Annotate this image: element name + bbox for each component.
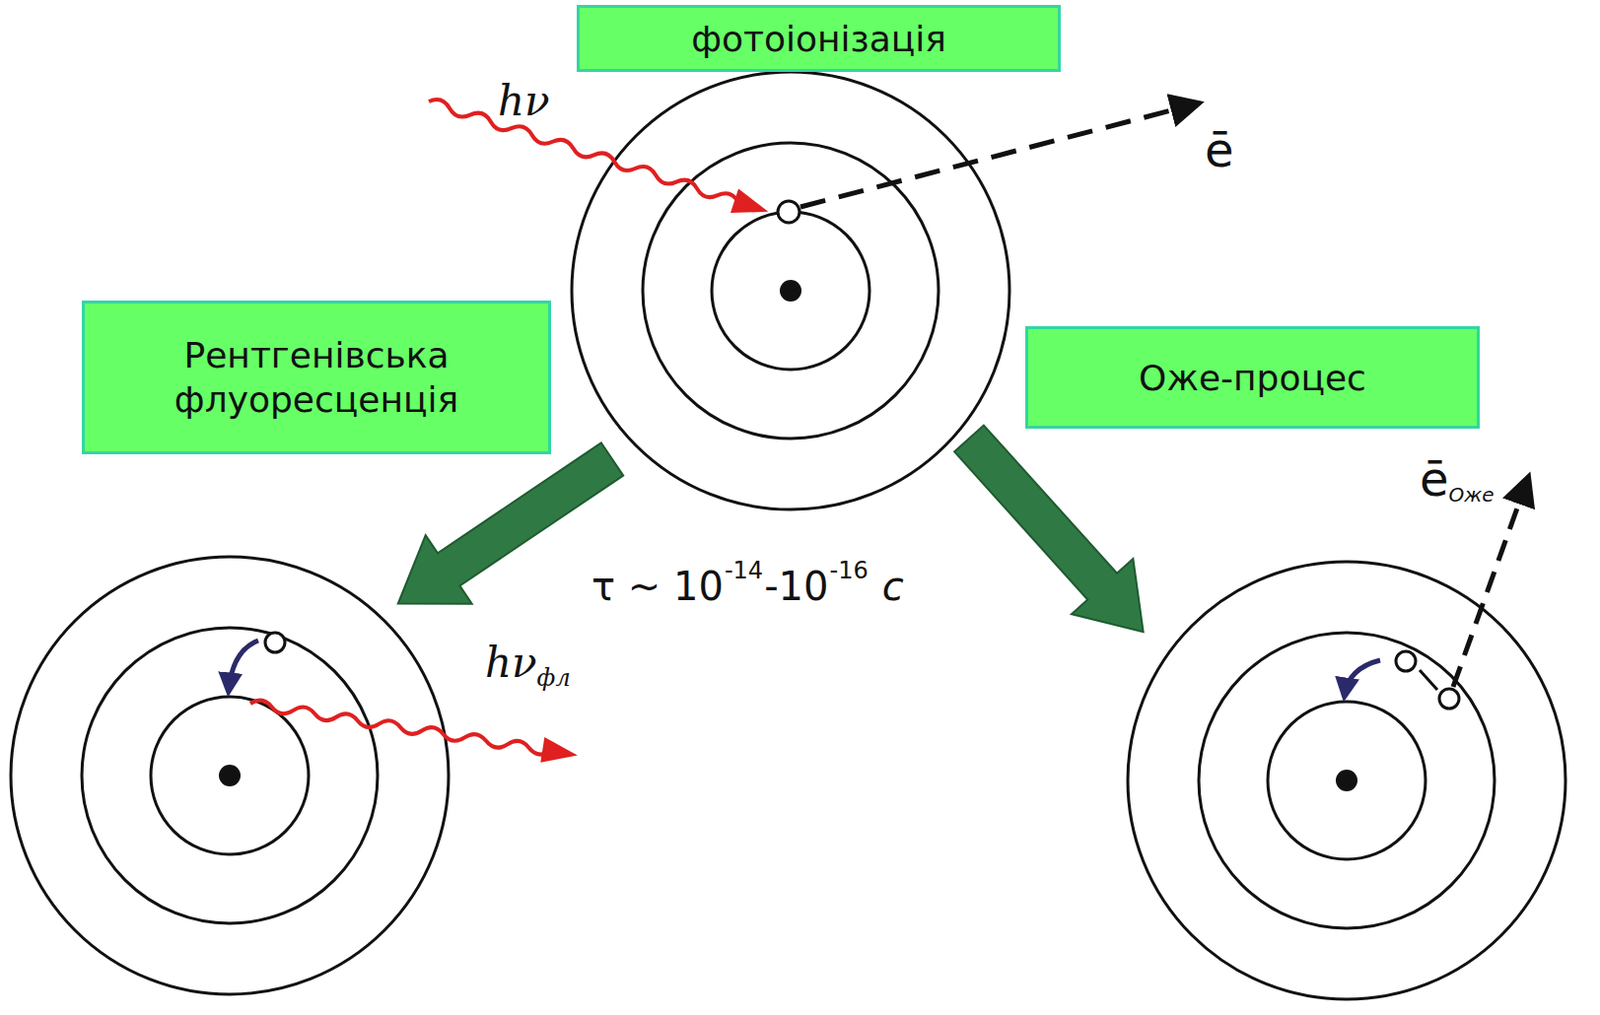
auger-electron-path — [1453, 478, 1529, 688]
electron — [1439, 689, 1460, 709]
nucleus — [779, 279, 802, 302]
nucleus — [218, 765, 241, 787]
subscript: фл — [537, 666, 571, 691]
process-title-box: Рентгенівська флуоресценція — [81, 300, 552, 455]
lifetime-label: τ ~ 10 — [591, 566, 724, 607]
box-text: фотоіонізація — [691, 16, 947, 62]
exponent: -14 — [724, 558, 764, 583]
shell-link — [1419, 670, 1438, 691]
process-title-box: Оже-процес — [1025, 326, 1480, 429]
atom-right — [1127, 561, 1566, 1000]
box-text: Рентгенівська флуоресценція — [101, 333, 532, 422]
nucleus — [1335, 769, 1358, 792]
process-title-box: фотоіонізація — [576, 4, 1061, 72]
transition-arrow — [228, 640, 259, 691]
photoelectron-path — [800, 103, 1198, 208]
atom-top — [571, 71, 1010, 510]
electron — [265, 632, 285, 653]
photon-label: hν — [497, 80, 551, 123]
vacancy — [777, 201, 800, 223]
photon-label: hν — [485, 642, 538, 685]
process-arrow — [938, 411, 1175, 660]
exponent: -16 — [829, 558, 868, 583]
photon-in — [424, 89, 772, 225]
unit-label: c — [882, 566, 905, 607]
lifetime-label: -10 — [764, 566, 829, 607]
transition-arrow — [1344, 660, 1381, 696]
electron-label: ē — [1419, 455, 1450, 503]
photon-out — [248, 691, 580, 768]
electron-label: ē — [1204, 126, 1235, 174]
box-text: Оже-процес — [1138, 355, 1367, 401]
electron — [1395, 651, 1416, 672]
atom-left — [10, 556, 449, 995]
subscript: Оже — [1449, 485, 1495, 505]
